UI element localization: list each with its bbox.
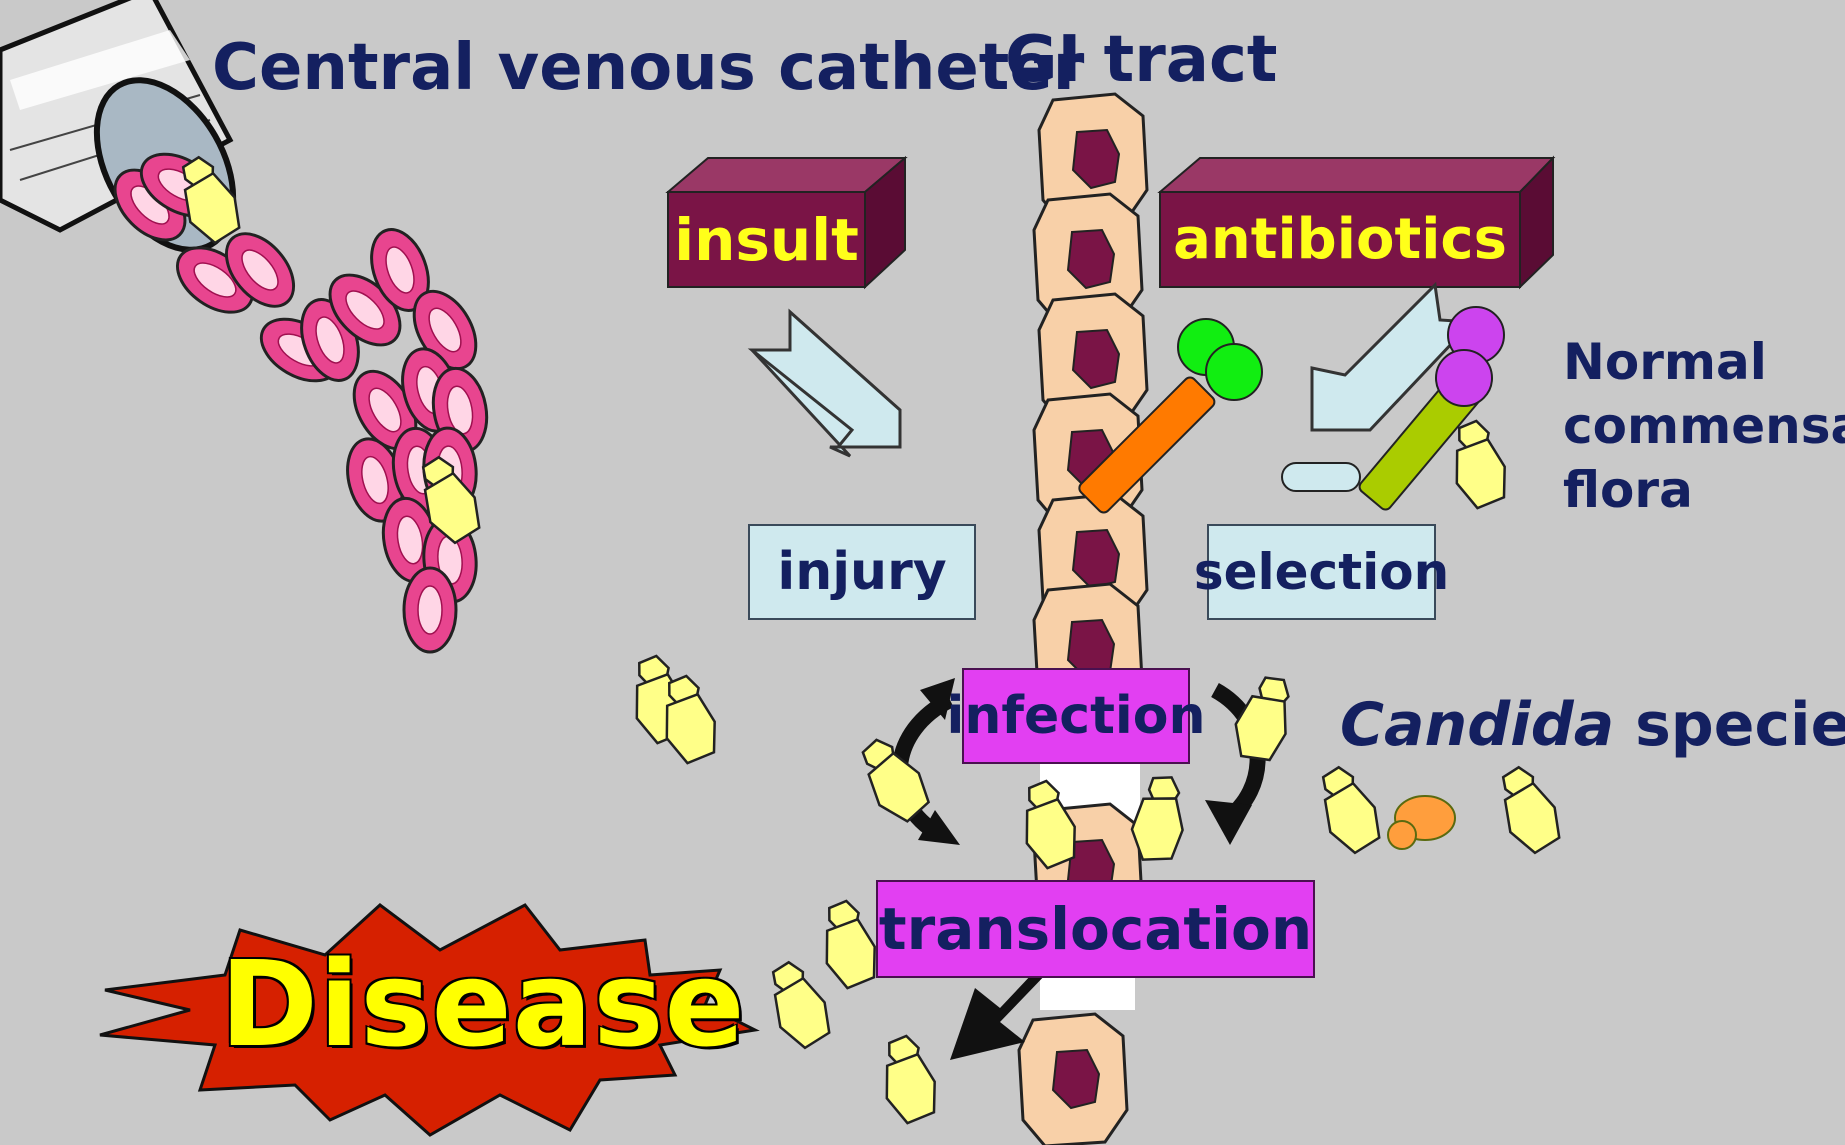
insult-label: insult [668,192,865,287]
antibiotics-label: antibiotics [1160,192,1520,287]
candida-genus-label: Candida [1340,690,1614,760]
infection-label: infection [962,668,1190,764]
red-blood-cell-icon [102,141,493,652]
normal-flora-label: Normal commensal flora [1563,330,1845,522]
translocation-label: translocation [876,880,1315,978]
injury-label: injury [748,524,976,620]
catheter-label: Central venous catheter [212,36,1084,100]
candida-species-suffix: species [1614,690,1845,760]
insult-arrow [752,312,900,456]
candida-species-label: Candida species [1340,695,1845,755]
gi-tract-label: GI tract [1005,28,1278,92]
epithelial-cell-icon [1019,94,1147,1145]
selection-label: selection [1207,524,1436,620]
disease-label: Disease [220,945,746,1063]
